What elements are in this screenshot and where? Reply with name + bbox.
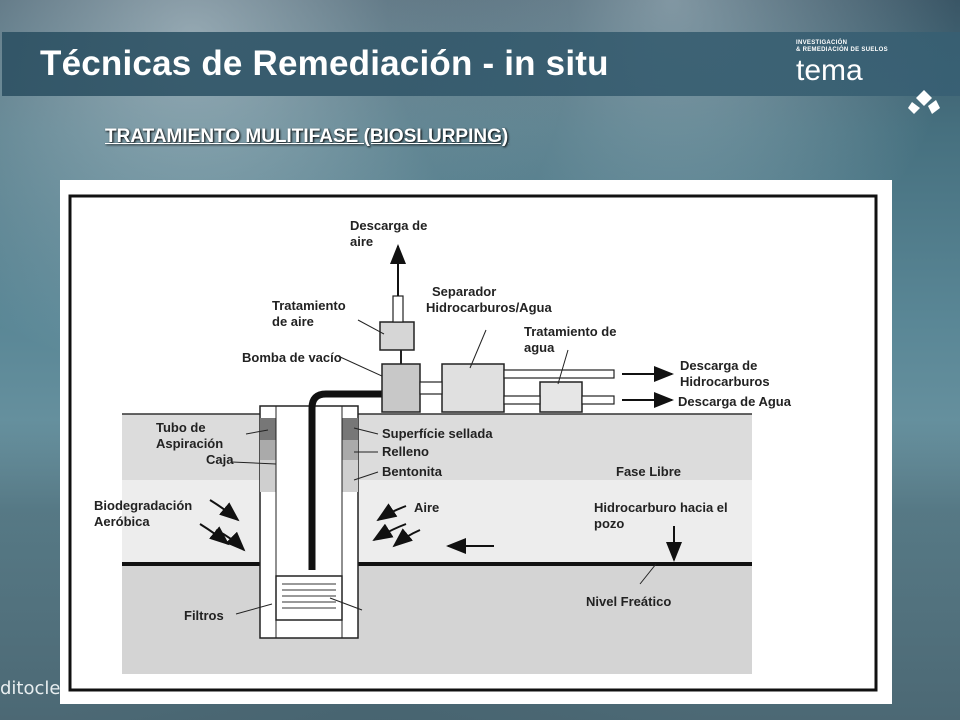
seal-right — [342, 418, 358, 440]
pump-to-separator-pipe — [419, 381, 443, 395]
logo-word: tema — [796, 54, 863, 87]
footer-watermark-text: ditocle — [0, 678, 61, 699]
label-bomba: Bomba de vacío — [242, 350, 342, 365]
air-treatment-unit — [379, 321, 415, 351]
diagram-svg: Descarga de aire Tratamiento de aire Sep… — [68, 194, 878, 692]
label-tratamiento-aire-1: Tratamiento — [272, 298, 346, 313]
label-nivel-freatico: Nivel Freático — [586, 594, 671, 609]
slide-subtitle: TRATAMIENTO MULITIFASE (BIOSLURPING) — [105, 126, 509, 147]
bentonite-left — [260, 460, 276, 492]
bioslurping-diagram: Descarga de aire Tratamiento de aire Sep… — [60, 180, 892, 704]
title-bar — [2, 32, 960, 96]
seal-left — [260, 418, 276, 440]
leader-lines — [231, 319, 657, 615]
unsaturated-zone — [122, 480, 752, 564]
well-screen — [275, 575, 343, 621]
logo-line-2: & REMEDIACIÓN DE SUELOS — [796, 47, 888, 53]
label-descarga-hc-2: Hidrocarburos — [680, 374, 770, 389]
label-hc-pozo-2: pozo — [594, 516, 624, 531]
separator-unit — [441, 363, 505, 413]
screen-slots — [282, 583, 336, 609]
label-fase-libre: Fase Libre — [616, 464, 681, 479]
label-tratamiento-agua-2: agua — [524, 340, 555, 355]
aerobic-arrows — [199, 499, 246, 552]
label-caja: Caja — [206, 452, 234, 467]
air-stack — [392, 295, 404, 323]
label-separador-1: Separador — [432, 284, 496, 299]
label-biodeg-2: Aeróbica — [94, 514, 150, 529]
label-descarga-agua: Descarga de Agua — [678, 394, 792, 409]
saturated-zone — [122, 566, 752, 674]
vacuum-pump — [381, 363, 421, 413]
slide-title: Técnicas de Remediación - in situ — [40, 44, 609, 83]
separator-to-water-pipe — [503, 395, 541, 405]
label-filtros: Filtros — [184, 608, 224, 623]
label-tratamiento-agua-1: Tratamiento de — [524, 324, 616, 339]
label-descarga-aire-2: aire — [350, 234, 373, 249]
fill-right — [342, 440, 358, 460]
label-bentonita: Bentonita — [382, 464, 443, 479]
air-arrows — [372, 503, 421, 548]
suction-tube — [308, 390, 386, 570]
label-superficie: Superfície sellada — [382, 426, 493, 441]
water-pipe — [581, 395, 615, 405]
logo-line-1: INVESTIGACIÓN — [796, 40, 848, 46]
label-tubo-1: Tubo de — [156, 420, 206, 435]
label-descarga-hc-1: Descarga de — [680, 358, 757, 373]
label-separador-2: Hidrocarburos/Agua — [426, 300, 552, 315]
label-tubo-2: Aspiración — [156, 436, 223, 451]
label-hc-pozo-1: Hidrocarburo hacia el — [594, 500, 728, 515]
label-biodeg-1: Biodegradación — [94, 498, 192, 513]
label-tratamiento-aire-2: de aire — [272, 314, 314, 329]
label-aire: Aire — [414, 500, 439, 515]
label-descarga-aire-1: Descarga de — [350, 218, 427, 233]
fill-left — [260, 440, 276, 460]
diagram-frame — [68, 194, 878, 692]
hydrocarbon-pipe — [503, 369, 615, 379]
unsaturated-zone-top — [122, 414, 752, 480]
tema-leaf-icon — [908, 90, 940, 114]
water-treatment-unit — [539, 381, 583, 413]
label-relleno: Relleno — [382, 444, 429, 459]
bentonite-right — [342, 460, 358, 492]
tema-logo: INVESTIGACIÓN & REMEDIACIÓN DE SUELOS te… — [796, 40, 888, 86]
